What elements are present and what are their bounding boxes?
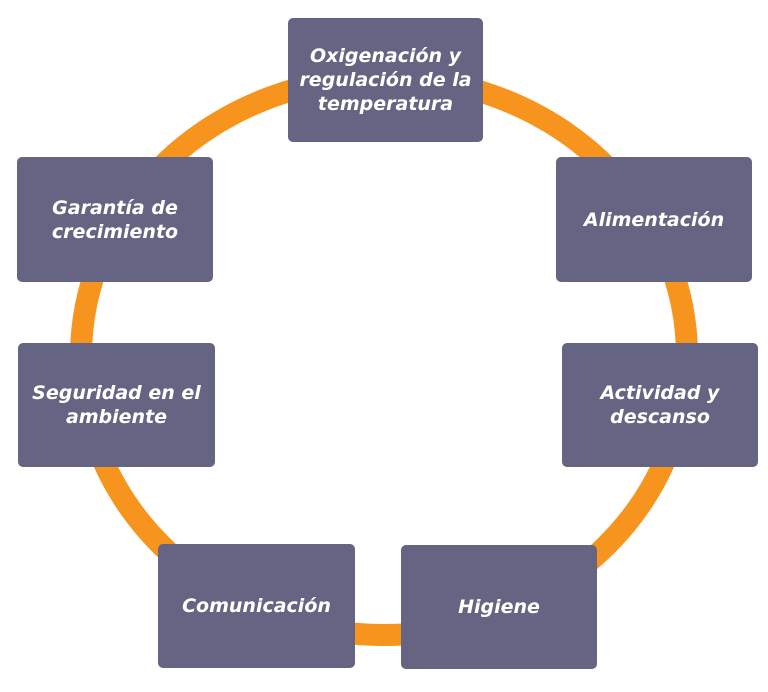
node-label-alimentacion: Alimentación xyxy=(583,208,725,231)
node-label-actividad: Actividad y descanso xyxy=(600,382,720,428)
node-garantia: Garantía de crecimiento xyxy=(17,157,213,282)
node-label-oxigenacion: Oxigenación y regulación de la temperatu… xyxy=(299,45,472,115)
node-higiene: Higiene xyxy=(401,545,597,669)
node-alimentacion: Alimentación xyxy=(556,157,752,282)
node-label-seguridad: Seguridad en el ambiente xyxy=(32,382,201,428)
node-seguridad: Seguridad en el ambiente xyxy=(18,343,215,467)
node-label-comunicacion: Comunicación xyxy=(182,595,331,617)
node-comunicacion: Comunicación xyxy=(158,544,355,668)
node-actividad: Actividad y descanso xyxy=(562,343,758,467)
node-oxigenacion: Oxigenación y regulación de la temperatu… xyxy=(288,18,483,142)
node-label-higiene: Higiene xyxy=(458,596,540,618)
node-label-garantia: Garantía de crecimiento xyxy=(51,196,179,243)
